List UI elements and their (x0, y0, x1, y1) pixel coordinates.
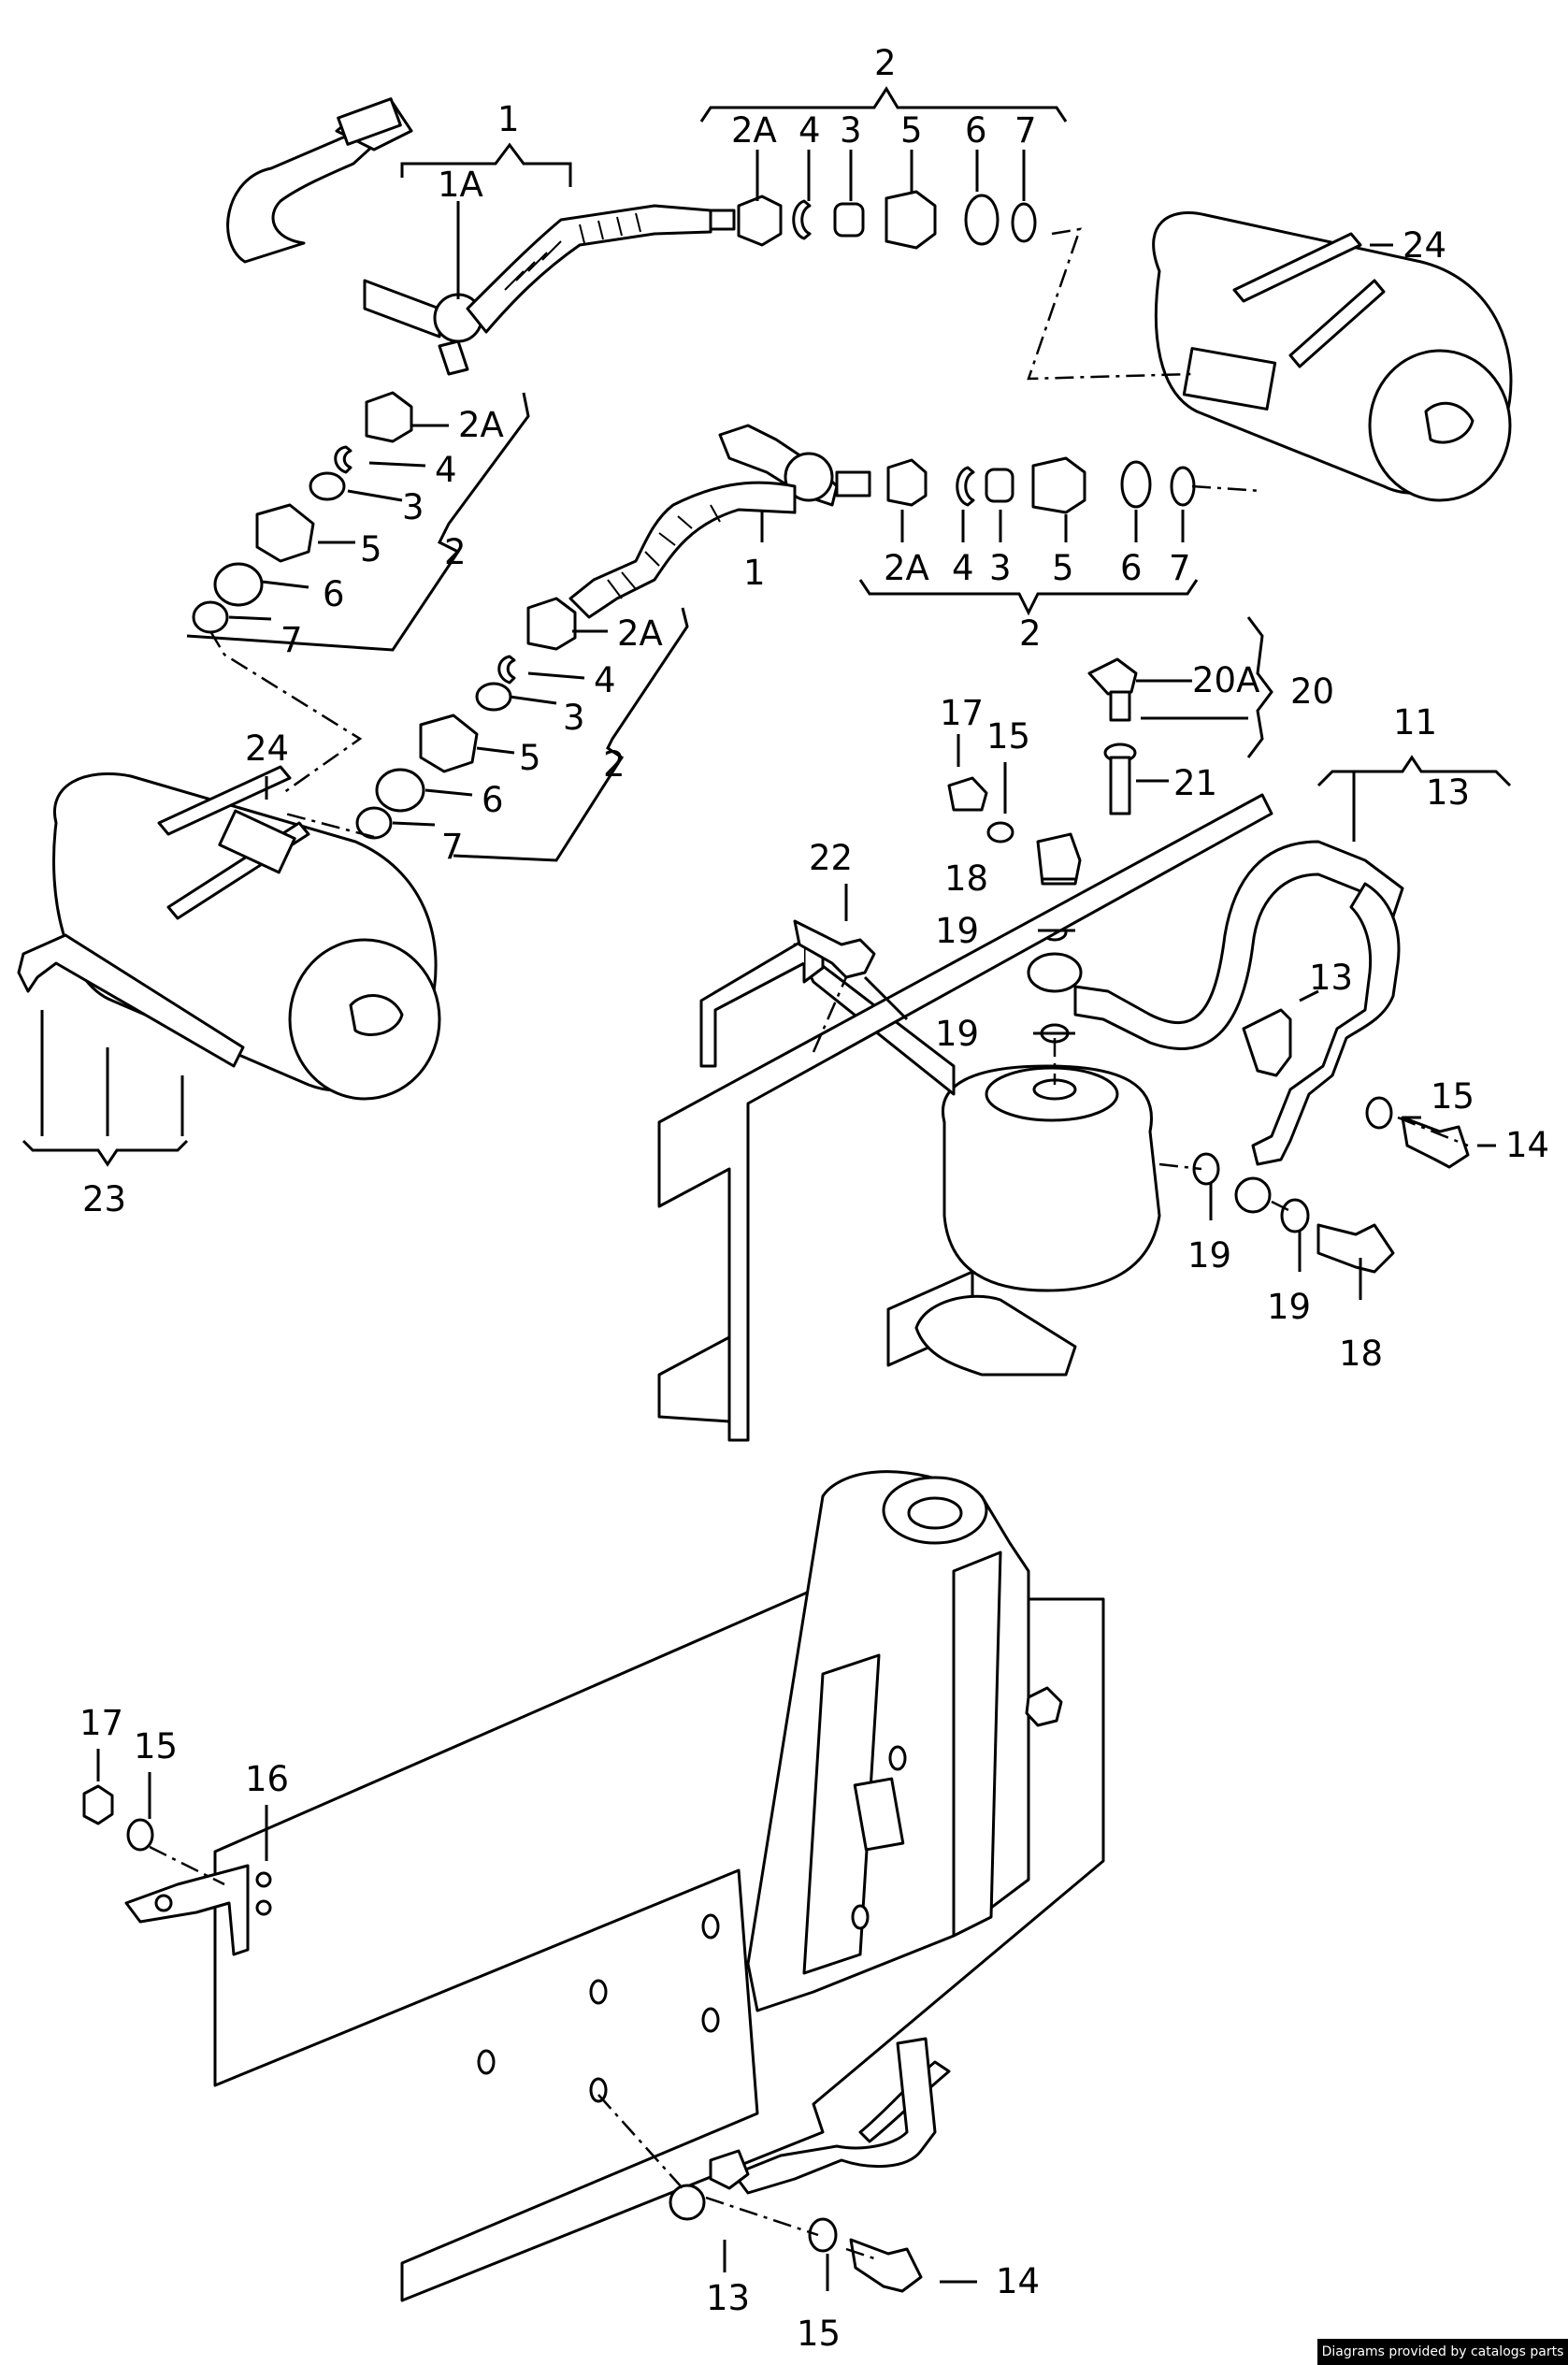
left2-7: 7 (441, 827, 464, 867)
brake-hose-lower (669, 2037, 951, 2293)
mid-row-7: 7 (1169, 548, 1191, 588)
left2-4: 4 (594, 660, 616, 700)
mid-row-3: 3 (989, 548, 1012, 588)
callout-15-bottom2: 15 (797, 2314, 841, 2354)
callout-11: 11 (1393, 702, 1437, 743)
callout-13-bottom: 13 (706, 2278, 750, 2318)
callout-19-c: 19 (1187, 1235, 1231, 1276)
brake-chamber-upper-right (1152, 211, 1513, 502)
callout-15-right: 15 (1431, 1076, 1474, 1117)
alignment-lines (149, 227, 1469, 2260)
right-fasteners (1192, 1096, 1470, 1274)
top-row-5: 5 (900, 110, 923, 151)
callout-22: 22 (809, 838, 853, 878)
callout-17-bottom: 17 (79, 1703, 123, 1743)
brake-chamber-left (17, 765, 441, 1101)
callout-18: 18 (944, 858, 988, 899)
top-row-2a: 2A (731, 110, 777, 151)
callout-1-middle: 1 (743, 553, 766, 593)
callout-labels: 1 1A 2 2A 4 3 5 6 7 24 2A 4 3 5 6 7 2 1 … (79, 43, 1549, 2354)
callout-21: 21 (1173, 763, 1217, 803)
fitting-row-top (737, 190, 1037, 250)
left1-6: 6 (323, 574, 345, 614)
brake-hose-assembly-1 (226, 97, 736, 376)
left2-6: 6 (482, 780, 504, 820)
callout-2-middle: 2 (1019, 613, 1042, 654)
callout-16: 16 (245, 1759, 289, 1799)
callout-24-right: 24 (1403, 225, 1446, 266)
callout-20: 20 (1290, 671, 1334, 712)
left1-3: 3 (402, 487, 424, 527)
mid-row-6: 6 (1120, 548, 1143, 588)
top-row-4: 4 (798, 110, 821, 151)
left2-3: 3 (563, 698, 585, 738)
callout-2-left1: 2 (444, 532, 467, 572)
callout-15: 15 (986, 716, 1030, 757)
callout-23: 23 (82, 1179, 126, 1219)
left2-5: 5 (519, 738, 541, 778)
callout-19-d: 19 (1267, 1287, 1311, 1327)
callout-24-left: 24 (245, 728, 289, 769)
mid-row-4: 4 (952, 548, 974, 588)
brake-hose-right-11 (1073, 840, 1404, 1214)
bolt-22 (793, 919, 876, 979)
callout-20a: 20A (1192, 660, 1259, 700)
bracket-16 (82, 1784, 272, 1956)
callout-2-top: 2 (874, 43, 897, 83)
fitting-row-middle (886, 456, 1196, 514)
callout-1-upper: 1 (497, 99, 520, 139)
callout-2-left2: 2 (603, 744, 626, 785)
callout-19-a: 19 (935, 911, 979, 951)
left1-5: 5 (360, 529, 382, 570)
callout-13-clip: 13 (1309, 958, 1353, 998)
axle-bracket-frame (213, 1470, 1105, 2302)
callout-14-bottom: 14 (996, 2261, 1040, 2301)
callout-18-right: 18 (1339, 1334, 1383, 1374)
top-row-7: 7 (1014, 110, 1037, 151)
callout-17: 17 (940, 693, 984, 733)
left1-2a: 2A (458, 405, 504, 445)
frame-crossmember (657, 793, 1273, 1442)
top-row-3: 3 (840, 110, 862, 151)
credit-banner: Diagrams provided by catalogs parts (1317, 2339, 1568, 2365)
callout-1a: 1A (438, 165, 483, 205)
brake-hose-middle (568, 424, 871, 619)
callout-13-top: 13 (1426, 772, 1470, 813)
mid-row-5: 5 (1052, 548, 1074, 588)
left1-7: 7 (281, 620, 303, 660)
left2-2a: 2A (617, 613, 663, 654)
top-row-6: 6 (965, 110, 987, 151)
mid-row-2a: 2A (884, 548, 929, 588)
callout-19-b: 19 (935, 1014, 979, 1054)
left1-4: 4 (435, 450, 457, 490)
fitting-column-left-1 (192, 391, 413, 634)
callout-15-bottom: 15 (134, 1726, 178, 1767)
leader-lines (22, 86, 1512, 2291)
callout-14-right: 14 (1505, 1125, 1549, 1165)
fitting-column-left-2 (355, 597, 577, 840)
